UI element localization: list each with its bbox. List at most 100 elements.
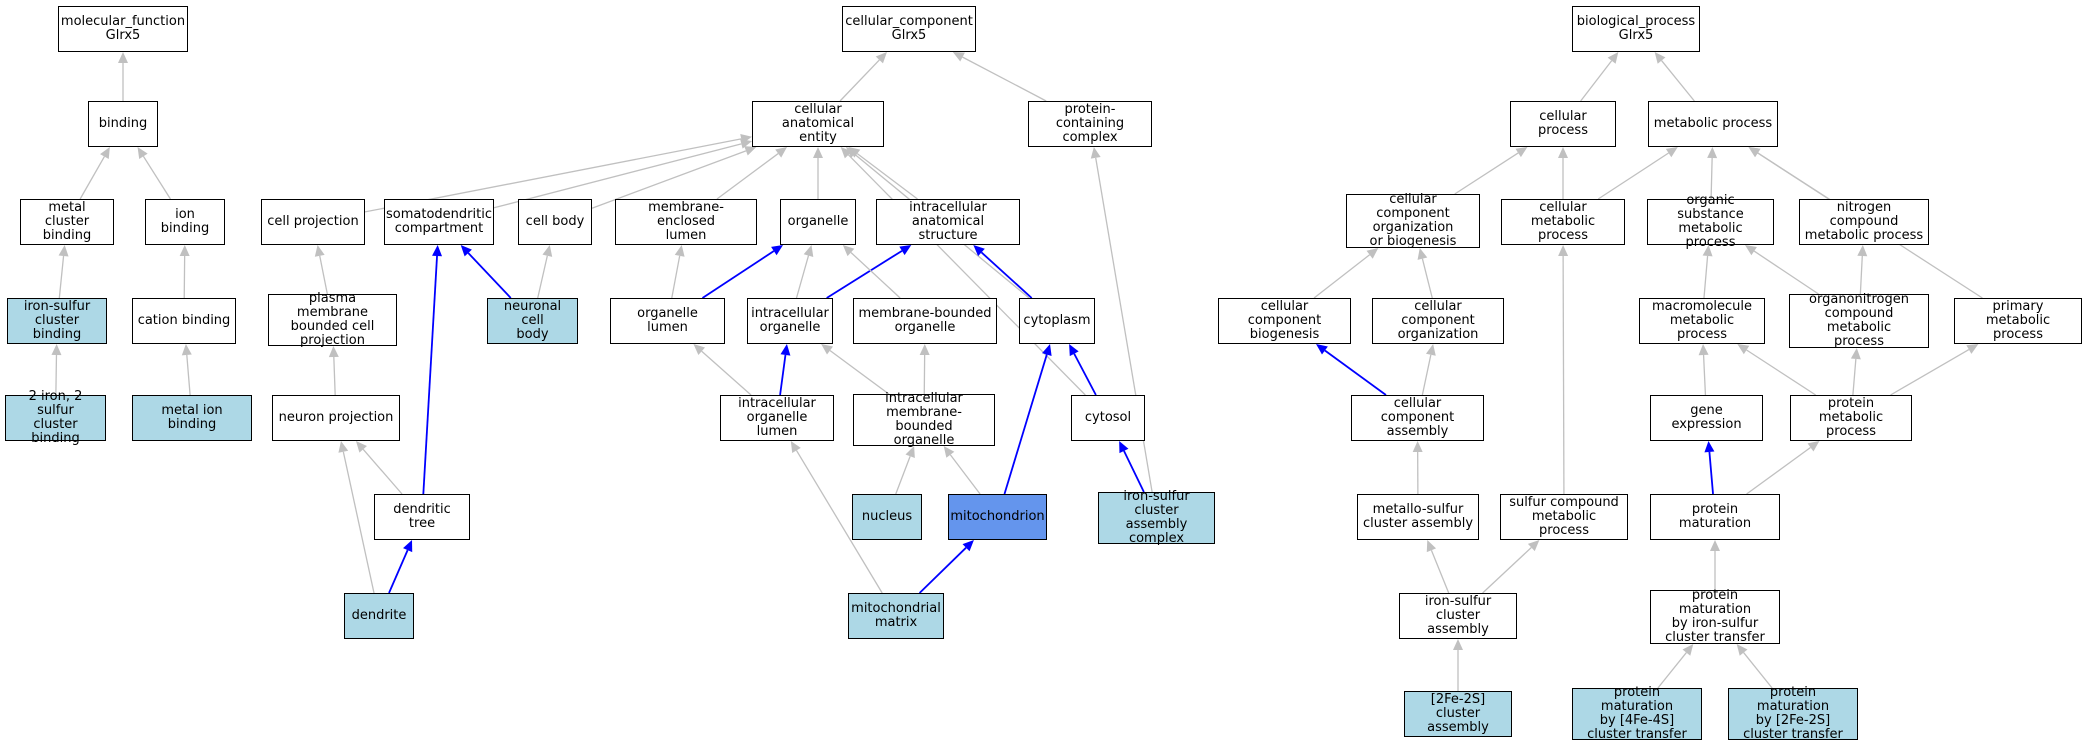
- node-intracellular-organelle[interactable]: intracellular organelle: [747, 298, 833, 344]
- node-cellular-process[interactable]: cellular process: [1510, 101, 1616, 147]
- arrowhead-sulfur_compound_metabolic_process-to-cellular_metabolic_process: [1558, 245, 1569, 257]
- arrowhead-metabolic_process-to-bp_root: [1654, 52, 1666, 64]
- node-dendritic-tree[interactable]: dendritic tree: [374, 494, 470, 540]
- edge-is_a-metal_cluster_binding-to-binding: [79, 156, 105, 200]
- edge-is_a-organic_substance_metabolic_process-to-metabolic_process: [1710, 157, 1713, 200]
- arrowhead-membrane_enclosed_lumen-to-cellular_anatomical_entity: [775, 147, 788, 158]
- node-cytosol[interactable]: cytosol: [1071, 395, 1145, 441]
- node-protein-maturation-by-2fe-2s-cluster-transfer[interactable]: protein maturation by [2Fe-2S] cluster t…: [1728, 686, 1858, 742]
- node-dendrite[interactable]: dendrite: [344, 593, 414, 639]
- node-cellular-metabolic-process[interactable]: cellular metabolic process: [1501, 199, 1625, 245]
- node-iron-sulfur-cluster-assembly-complex[interactable]: iron-sulfur cluster assembly complex: [1098, 490, 1215, 546]
- node-intracellular-membrane-bounded-organelle[interactable]: intracellular membrane-bounded organelle: [853, 392, 995, 448]
- node-gene-expression[interactable]: gene expression: [1650, 395, 1763, 441]
- node-organelle[interactable]: organelle: [780, 199, 856, 245]
- node-ion-binding[interactable]: ion binding: [145, 199, 225, 245]
- edge-is_a-membrane_bounded_organelle-to-organelle: [850, 251, 901, 299]
- node-2fe-2s-cluster-assembly[interactable]: [2Fe-2S] cluster assembly: [1404, 691, 1512, 737]
- node-2-iron-2-sulfur-cluster-binding[interactable]: 2 iron, 2 sulfur cluster binding: [5, 390, 106, 446]
- node-membrane-enclosed-lumen[interactable]: membrane-enclosed lumen: [615, 199, 757, 245]
- node-mitochondrial-matrix[interactable]: mitochondrial matrix: [848, 593, 944, 639]
- node-neuron-projection[interactable]: neuron projection: [272, 395, 400, 441]
- arrowhead-two_fe_two_s_cluster_assembly-to-iron_sulfur_cluster_assembly: [1453, 639, 1463, 650]
- node-intracellular-anatomical-structure[interactable]: intracellular anatomical structure: [876, 199, 1020, 245]
- node-cell-body[interactable]: cell body: [518, 199, 592, 245]
- edge-is_a-cellular_component_assembly-to-cellular_component_organization: [1421, 354, 1432, 396]
- node-cellular-component-assembly[interactable]: cellular component assembly: [1351, 395, 1484, 441]
- node-protein-maturation-by-iron-sulfur-cluster-transfer[interactable]: protein maturation by iron-sulfur cluste…: [1650, 589, 1780, 645]
- arrowhead-cellular_component_assembly-to-cellular_component_organization: [1425, 344, 1436, 356]
- node-cytoplasm[interactable]: cytoplasm: [1019, 298, 1095, 344]
- arrowhead-organic_substance_metabolic_process-to-metabolic_process: [1707, 147, 1718, 159]
- node-binding[interactable]: binding: [88, 101, 158, 147]
- node-protein-metabolic-process[interactable]: protein metabolic process: [1790, 395, 1912, 441]
- edge-part_of-dendritic_tree-to-somatodendritic_compartment: [422, 255, 438, 495]
- node-metallo-sulfur-cluster-assembly[interactable]: metallo-sulfur cluster assembly: [1357, 494, 1479, 540]
- edge-is_a-dendrite-to-neuron_projection: [342, 451, 375, 594]
- edge-part_of-protein_maturation-to-gene_expression: [1708, 451, 1714, 495]
- node-iron-sulfur-cluster-binding[interactable]: iron-sulfur cluster binding: [7, 298, 107, 344]
- arrowhead-cytoplasm-to-intracellular_anatomical_structure: [973, 245, 985, 257]
- edge-is_a-nucleus-to-intracellular_membrane_bounded_organelle: [895, 456, 911, 495]
- arrowhead-cytosol-to-cytoplasm: [1069, 344, 1079, 357]
- node-protein-maturation-by-4fe-4s-cluster-transfer[interactable]: protein maturation by [4Fe-4S] cluster t…: [1572, 686, 1702, 742]
- arrowhead-protein_maturation_by_2fe_2s_cluster_transfer-to-protein_maturation_by_iron_sulfur_cluster_transfer: [1736, 644, 1748, 656]
- edge-is_a-cellular_anatomical_entity-to-cc_root: [839, 59, 880, 102]
- edge-is_a-protein_containing_complex-to-cc_root: [962, 56, 1047, 102]
- arrowhead-iron_sulfur_cluster_binding-to-metal_cluster_binding: [58, 245, 69, 257]
- node-mitochondrion[interactable]: mitochondrion: [948, 494, 1047, 540]
- arrowhead-cellular_anatomical_entity-to-cc_root: [875, 52, 887, 64]
- arrowhead-mitochondrial_matrix-to-intracellular_organelle_lumen: [790, 441, 801, 454]
- node-cellular-component-organization[interactable]: cellular component organization: [1372, 298, 1504, 344]
- node-biological-process-root[interactable]: biological_process Glrx5: [1572, 6, 1700, 52]
- node-molecular-function-root[interactable]: molecular_function Glrx5: [58, 6, 188, 52]
- arrowhead-cellular_component_organization-to-cellular_component_organization_or_biogenesis: [1417, 248, 1428, 260]
- node-cellular-anatomical-entity[interactable]: cellular anatomical entity: [752, 101, 884, 147]
- arrowhead-cell_body-to-cellular_anatomical_entity: [744, 146, 757, 156]
- edge-part_of-cellular_component_assembly-to-cellular_component_biogenesis: [1324, 349, 1387, 396]
- node-cell-projection[interactable]: cell projection: [261, 199, 365, 245]
- arrowhead-dendrite-to-dendritic_tree: [403, 540, 413, 553]
- node-somatodendritic-compartment[interactable]: somatodendritic compartment: [384, 199, 494, 245]
- node-protein-containing-complex[interactable]: protein-containing complex: [1028, 101, 1152, 147]
- node-sulfur-compound-metabolic-process[interactable]: sulfur compound metabolic process: [1500, 494, 1628, 540]
- edge-is_a-metal_ion_binding-to-cation_binding: [186, 354, 191, 396]
- arrowhead-intracellular_membrane_bounded_organelle-to-intracellular_organelle: [821, 344, 833, 355]
- node-metal-ion-binding[interactable]: metal ion binding: [132, 395, 252, 441]
- node-primary-metabolic-process[interactable]: primary metabolic process: [1954, 298, 2082, 344]
- arrowhead-iron_sulfur_cluster_assembly-to-metallo_sulfur_cluster_assembly: [1426, 540, 1437, 553]
- node-cation-binding[interactable]: cation binding: [132, 298, 236, 344]
- node-organonitrogen-compound-metabolic-process[interactable]: organonitrogen compound metabolic proces…: [1789, 293, 1929, 349]
- arrowhead-gene_expression-to-macromolecule_metabolic_process: [1698, 344, 1709, 356]
- arrowhead-dendritic_tree-to-neuron_projection: [355, 441, 367, 453]
- edge-is_a-neuronal_cell_body-to-cell_body: [537, 255, 548, 299]
- node-macromolecule-metabolic-process[interactable]: macromolecule metabolic process: [1639, 298, 1765, 344]
- arrowhead-protein_maturation-to-protein_metabolic_process: [1807, 441, 1820, 452]
- node-cellular-component-organization-or-biogenesis[interactable]: cellular component organization or bioge…: [1346, 193, 1480, 249]
- edge-is_a-protein_maturation_by_2fe_2s_cluster_transfer-to-protein_maturation_by_iron_sulfur_cluster_transfer: [1743, 652, 1773, 689]
- node-intracellular-organelle-lumen[interactable]: intracellular organelle lumen: [720, 395, 834, 441]
- arrowhead-iron_sulfur_cluster_assembly_complex-to-protein_containing_complex: [1090, 147, 1101, 159]
- node-membrane-bounded-organelle[interactable]: membrane-bounded organelle: [853, 298, 997, 344]
- node-organelle-lumen[interactable]: organelle lumen: [610, 298, 725, 344]
- node-nitrogen-compound-metabolic-process[interactable]: nitrogen compound metabolic process: [1799, 199, 1929, 245]
- node-iron-sulfur-cluster-assembly[interactable]: iron-sulfur cluster assembly: [1399, 593, 1517, 639]
- node-neuronal-cell-body[interactable]: neuronal cell body: [487, 298, 578, 344]
- arrowhead-cellular_metabolic_process-to-metabolic_process: [1665, 147, 1678, 158]
- node-nucleus[interactable]: nucleus: [852, 494, 922, 540]
- node-protein-maturation[interactable]: protein maturation: [1650, 494, 1780, 540]
- arrowhead-cation_binding-to-ion_binding: [179, 245, 190, 257]
- arrowhead-organonitrogen_compound_metabolic_process-to-organic_substance_metabolic_process: [1745, 245, 1757, 256]
- edge-is_a-cellular_component_organization_or_biogenesis-to-cellular_process: [1454, 152, 1519, 195]
- arrowhead-plasma_membrane_bounded_cell_projection-to-cell_projection: [314, 245, 325, 257]
- arrowhead-intracellular_membrane_bounded_organelle-to-membrane_bounded_organelle: [919, 344, 930, 356]
- edge-is_a-iron_sulfur_cluster_assembly-to-sulfur_compound_metabolic_process: [1482, 547, 1532, 594]
- arrowhead-iron_sulfur_cluster_assembly-to-sulfur_compound_metabolic_process: [1527, 540, 1540, 552]
- node-cellular-component-biogenesis[interactable]: cellular component biogenesis: [1218, 298, 1351, 344]
- node-organic-substance-metabolic-process[interactable]: organic substance metabolic process: [1647, 194, 1774, 250]
- node-plasma-membrane-bounded-cell-projection[interactable]: plasma membrane bounded cell projection: [268, 292, 397, 348]
- node-metabolic-process[interactable]: metabolic process: [1648, 101, 1778, 147]
- arrowhead-nucleus-to-intracellular_membrane_bounded_organelle: [905, 446, 915, 459]
- node-metal-cluster-binding[interactable]: metal cluster binding: [20, 199, 114, 245]
- node-cellular-component-root[interactable]: cellular_component Glrx5: [842, 6, 976, 52]
